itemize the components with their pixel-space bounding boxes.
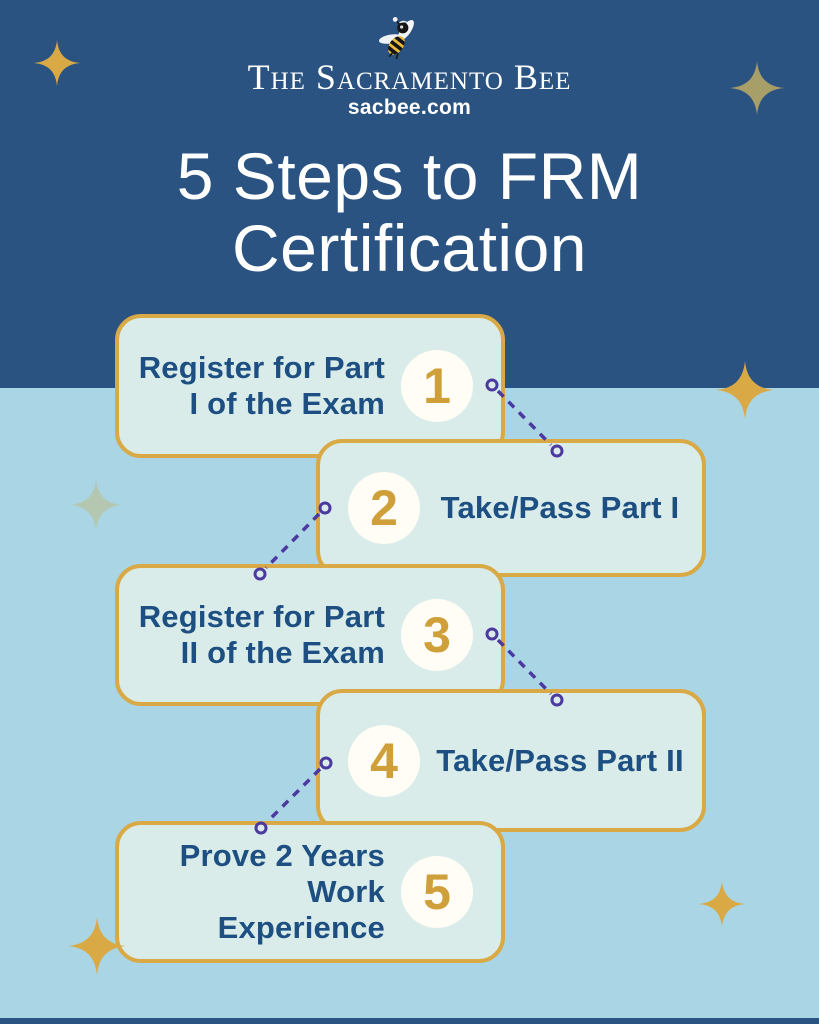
step-2-label-line1: Take/Pass Part I	[440, 490, 680, 525]
step-4-number-badge: 4	[348, 724, 420, 797]
page-title: 5 Steps to FRM Certification	[0, 140, 819, 284]
step-5-number: 5	[423, 864, 451, 920]
bottom-border-strip	[0, 1018, 819, 1024]
four-point-star-icon	[34, 40, 80, 86]
step-1-label-line1: Register for Part	[138, 350, 385, 385]
connector-line-3-4	[496, 638, 553, 696]
step-5-number-badge: 5	[401, 856, 473, 928]
bee-mascot-icon	[378, 17, 414, 60]
step-1-label: Register for Part I of the Exam	[133, 350, 385, 422]
step-card-1: Register for Part I of the Exam 1	[115, 314, 505, 458]
step-2-label: Take/Pass Part I	[432, 490, 688, 526]
step-3-label: Register for Part II of the Exam	[133, 599, 385, 671]
step-1-number: 1	[423, 358, 451, 414]
connector-line-1-2	[496, 389, 553, 447]
step-card-3: Register for Part II of the Exam 3	[115, 564, 505, 706]
step-3-number-badge: 3	[401, 599, 473, 671]
step-5-label: Prove 2 Years Work Experience	[133, 838, 385, 946]
four-point-star-icon	[70, 479, 122, 531]
step-card-4: 4 Take/Pass Part II	[316, 689, 706, 832]
step-5-label-line2: Work Experience	[217, 874, 385, 945]
step-card-5: Prove 2 Years Work Experience 5	[115, 821, 505, 963]
page-title-line1: 5 Steps to FRM	[176, 139, 643, 213]
step-2-number: 2	[370, 480, 398, 536]
step-2-number-badge: 2	[348, 472, 420, 544]
site-url: sacbee.com	[347, 96, 472, 119]
connector-line-4-5	[265, 767, 322, 824]
step-1-label-line2: I of the Exam	[189, 386, 385, 421]
four-point-star-icon	[730, 61, 784, 115]
step-1-number-badge: 1	[401, 350, 473, 422]
step-5-label-line1: Prove 2 Years	[179, 838, 385, 873]
masthead-title: The Sacramento Bee	[247, 57, 572, 97]
step-3-label-line2: II of the Exam	[180, 635, 385, 670]
connector-line-2-3	[264, 512, 321, 570]
page-title-line2: Certification	[232, 211, 587, 285]
step-4-label-line1: Take/Pass Part II	[436, 742, 684, 778]
four-point-star-icon	[68, 917, 126, 975]
step-3-label-line1: Register for Part	[138, 599, 385, 634]
four-point-star-icon	[716, 361, 774, 419]
step-4-number: 4	[370, 732, 398, 789]
four-point-star-icon	[699, 881, 745, 927]
step-3-number: 3	[423, 607, 451, 663]
step-card-2: 2 Take/Pass Part I	[316, 439, 706, 577]
step-4-label: Take/Pass Part II	[432, 743, 688, 779]
